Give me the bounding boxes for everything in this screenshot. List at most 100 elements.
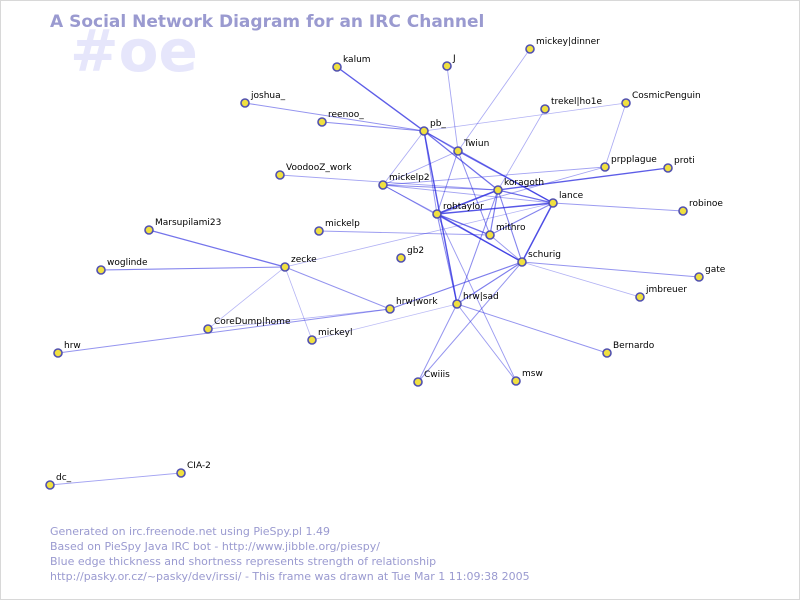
edge-robtaylor-hrw_sad [436, 213, 458, 305]
edge-lance-robtaylor [436, 202, 554, 215]
node-marker [240, 98, 250, 108]
node-label: kalum [343, 55, 371, 65]
node-robinoe: robinoe [678, 199, 723, 216]
node-label: prpplague [611, 155, 657, 165]
edge-hrw_sad-Bernardo [456, 303, 608, 354]
node-Twiun: Twiun [453, 139, 489, 156]
edge-lance-schurig [521, 202, 554, 263]
node-label: proti [674, 156, 695, 166]
footer-url-line: http://pasky.or.cz/~pasky/dev/irssi/ - T… [50, 570, 530, 583]
node-label: CIA-2 [187, 461, 211, 471]
node-marker [307, 335, 317, 345]
edge-pb_-mickelp2 [382, 130, 425, 186]
node-label: joshua_ [250, 91, 286, 101]
node-marker [493, 185, 503, 195]
footer-generated-line: Generated on irc.freenode.net using PieS… [50, 525, 330, 538]
edge-prpplague-mickelp2 [382, 166, 606, 186]
node-marker [332, 62, 342, 72]
page-title: A Social Network Diagram for an IRC Chan… [50, 12, 485, 32]
edge-mithro-schurig [489, 234, 523, 263]
edge-hrw_sad-msw [456, 303, 517, 382]
node-marker [413, 377, 423, 387]
footer-based-on-line: Based on PieSpy Java IRC bot - http://ww… [50, 540, 380, 553]
edge-koragoth-mithro [489, 189, 499, 236]
node-zecke: zecke [280, 255, 317, 272]
node-label: Marsupilami23 [155, 218, 221, 228]
node-label: VoodooZ_work [286, 163, 352, 173]
node-label: reenoo_ [328, 110, 364, 120]
node-label: gate [705, 265, 726, 275]
node-woglinde: woglinde [96, 258, 148, 275]
node-label: schurig [528, 250, 561, 260]
node-marker [453, 146, 463, 156]
node-marker [452, 299, 462, 309]
node-label: CosmicPenguin [632, 91, 701, 101]
node-marker [176, 468, 186, 478]
node-marker [96, 265, 106, 275]
node-label: Cwiiis [424, 370, 450, 380]
edge-VoodooZ_work-koragoth [279, 174, 499, 191]
edge-mickeyl-hrw_sad [311, 303, 458, 341]
node-marker [203, 324, 213, 334]
node-marker [548, 198, 558, 208]
node-marker [144, 225, 154, 235]
node-label: mickey|dinner [536, 37, 600, 47]
node-mickeyl: mickeyl [307, 328, 352, 345]
node-schurig: schurig [517, 250, 561, 267]
edge-hrw_work-CoreDump_home [207, 308, 391, 330]
edge-zecke-mickeyl [284, 266, 313, 341]
node-label: lance [559, 191, 584, 201]
edge-Twiun-mithro [457, 150, 491, 236]
node-label: koragoth [504, 178, 544, 188]
node-marker [314, 226, 324, 236]
node-marker [600, 162, 610, 172]
node-hrw_work: hrw|work [385, 297, 438, 314]
node-label: robtaylor [443, 202, 484, 212]
edge-zecke-CoreDump_home [207, 266, 286, 330]
node-marker [419, 126, 429, 136]
edge-hrw_sad-Cwiiis [417, 303, 458, 383]
node-marker [635, 292, 645, 302]
node-reenoo_: reenoo_ [317, 110, 364, 127]
node-label: msw [522, 369, 543, 379]
edge-woglinde-zecke [100, 266, 286, 271]
footer-legend-line: Blue edge thickness and shortness repres… [50, 555, 437, 568]
node-joshua_: joshua_ [240, 91, 286, 108]
node-marker [317, 117, 327, 127]
edge-mickey_dinner-Twiun [457, 48, 531, 152]
node-msw: msw [511, 369, 543, 386]
node-CoreDump_home: CoreDump|home [203, 317, 291, 334]
node-pb_: pb_ [419, 119, 446, 136]
edge-Twiun-mickelp2 [382, 150, 459, 186]
node-lance: lance [548, 191, 584, 208]
node-Bernardo: Bernardo [602, 341, 655, 358]
node-marker [602, 348, 612, 358]
edge-robtaylor-msw [436, 213, 517, 382]
node-label: gb2 [407, 246, 424, 256]
edge-schurig-gate [521, 261, 700, 278]
edge-Twiun-lance [457, 150, 554, 204]
node-kalum: kalum [332, 55, 371, 72]
edge-schurig-hrw_sad [456, 261, 523, 305]
edge-lance-robinoe [552, 202, 684, 212]
node-label: dc_ [56, 473, 72, 483]
edge-koragoth-lance [497, 189, 554, 204]
edge-hrw-hrw_work [57, 308, 391, 354]
node-label: hrw|work [396, 297, 438, 307]
node-label: woglinde [107, 258, 148, 268]
node-label: jmbreuer [645, 285, 687, 295]
node-marker [511, 376, 521, 386]
node-label: robinoe [689, 199, 723, 209]
node-hrw_sad: hrw|sad [452, 292, 499, 309]
node-marker [45, 480, 55, 490]
node-marker [517, 257, 527, 267]
edge-reenoo_-pb_ [321, 121, 425, 132]
node-hrw: hrw [53, 341, 81, 358]
node-marker [663, 163, 673, 173]
node-label: mithro [496, 223, 526, 233]
node-marker [485, 230, 495, 240]
node-prpplague: prpplague [600, 155, 657, 172]
edge-robtaylor-mithro [436, 213, 491, 236]
